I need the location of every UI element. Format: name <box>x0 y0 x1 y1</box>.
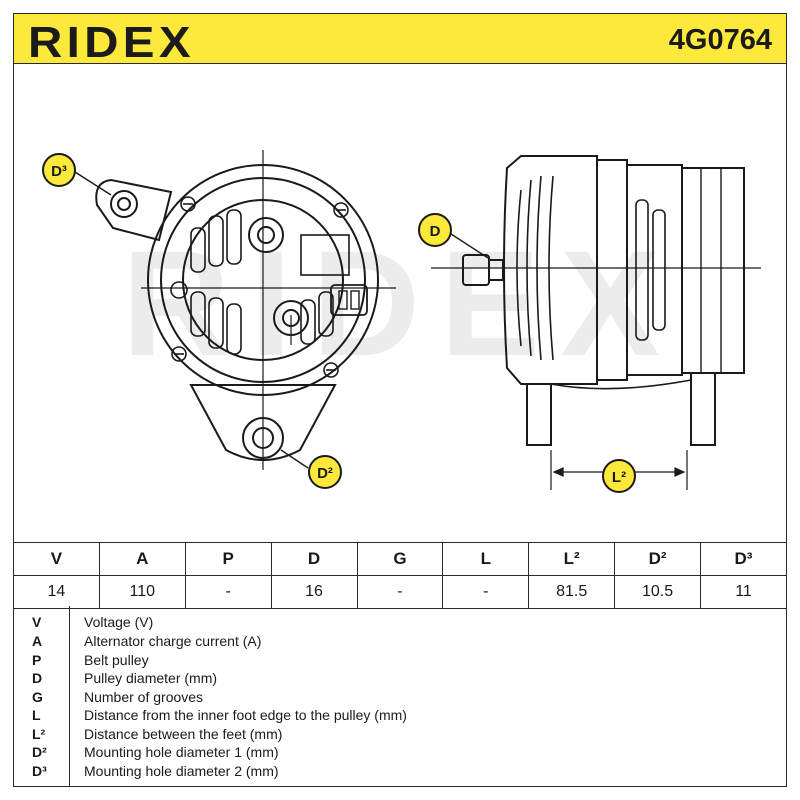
header-bar: RIDEX 4G0764 <box>13 13 787 67</box>
legend-item: P Belt pulley <box>14 652 788 670</box>
legend-code: A <box>32 633 43 649</box>
spec-value-cell: - <box>356 575 444 609</box>
legend-desc: Distance from the inner foot edge to the… <box>84 707 407 723</box>
legend-desc: Belt pulley <box>84 652 149 668</box>
spec-value-cell: 11 <box>700 575 787 609</box>
spec-header-cell: L² <box>528 542 616 576</box>
legend-desc: Distance between the feet (mm) <box>84 726 283 742</box>
legend-item: G Number of grooves <box>14 689 788 707</box>
spec-value-cell: 81.5 <box>528 575 616 609</box>
spec-header-row: V A P D G L L² D² D³ <box>13 542 787 576</box>
legend-code: D <box>32 670 43 686</box>
legend-item: D Pulley diameter (mm) <box>14 670 788 688</box>
legend-code: V <box>32 614 42 630</box>
spec-value-cell: 16 <box>270 575 358 609</box>
legend-divider <box>69 606 70 786</box>
spec-header-cell: A <box>98 542 186 576</box>
technical-drawing: RIDEX <box>13 64 787 542</box>
spec-header-cell: L <box>442 542 530 576</box>
spec-value-cell: - <box>184 575 272 609</box>
legend-code: D³ <box>32 763 47 779</box>
spec-value-cell: 110 <box>98 575 186 609</box>
legend-item: L Distance from the inner foot edge to t… <box>14 707 788 725</box>
legend-code: L <box>32 707 41 723</box>
spec-table: V A P D G L L² D² D³ 14 110 - 16 - - 81.… <box>13 542 787 609</box>
legend-desc: Mounting hole diameter 2 (mm) <box>84 763 279 779</box>
spec-header-cell: P <box>184 542 272 576</box>
callout-l2: L² <box>602 459 636 493</box>
legend-item: D³ Mounting hole diameter 2 (mm) <box>14 763 788 781</box>
watermark-text: RIDEX <box>122 219 680 387</box>
alternator-side-view <box>431 155 761 490</box>
spec-header-cell: D² <box>614 542 701 576</box>
legend-code: D² <box>32 744 47 760</box>
callout-l2-label: L² <box>612 469 626 486</box>
callout-d: D <box>418 213 452 247</box>
spec-value-cell: - <box>442 575 530 609</box>
leader-lines <box>74 171 489 469</box>
brand-logo: RIDEX <box>28 18 195 67</box>
legend-desc: Mounting hole diameter 1 (mm) <box>84 744 279 760</box>
callout-d2-label: D² <box>317 465 333 482</box>
legend-item: L² Distance between the feet (mm) <box>14 726 788 744</box>
legend: V Voltage (V) A Alternator charge curren… <box>13 606 787 787</box>
alternator-front-view <box>95 150 396 470</box>
legend-item: A Alternator charge current (A) <box>14 633 788 651</box>
legend-item: D² Mounting hole diameter 1 (mm) <box>14 744 788 762</box>
spec-value-row: 14 110 - 16 - - 81.5 10.5 11 <box>13 575 787 609</box>
part-number: 4G0764 <box>668 24 772 56</box>
spec-value-cell: 10.5 <box>614 575 701 609</box>
legend-item: V Voltage (V) <box>14 614 788 632</box>
spec-header-cell: D³ <box>700 542 787 576</box>
legend-desc: Voltage (V) <box>84 614 154 630</box>
legend-desc: Number of grooves <box>84 689 204 705</box>
spec-header-cell: G <box>356 542 444 576</box>
legend-code: L² <box>32 726 46 742</box>
callout-d2: D² <box>308 455 342 489</box>
spec-header-cell: V <box>13 542 100 576</box>
legend-code: G <box>32 689 43 705</box>
spec-value-cell: 14 <box>13 575 100 609</box>
callout-d3-label: D³ <box>51 163 67 180</box>
callout-d-label: D <box>430 223 441 240</box>
legend-code: P <box>32 652 42 668</box>
callout-d3: D³ <box>42 153 76 187</box>
legend-desc: Alternator charge current (A) <box>84 633 262 649</box>
legend-desc: Pulley diameter (mm) <box>84 670 218 686</box>
spec-header-cell: D <box>270 542 358 576</box>
